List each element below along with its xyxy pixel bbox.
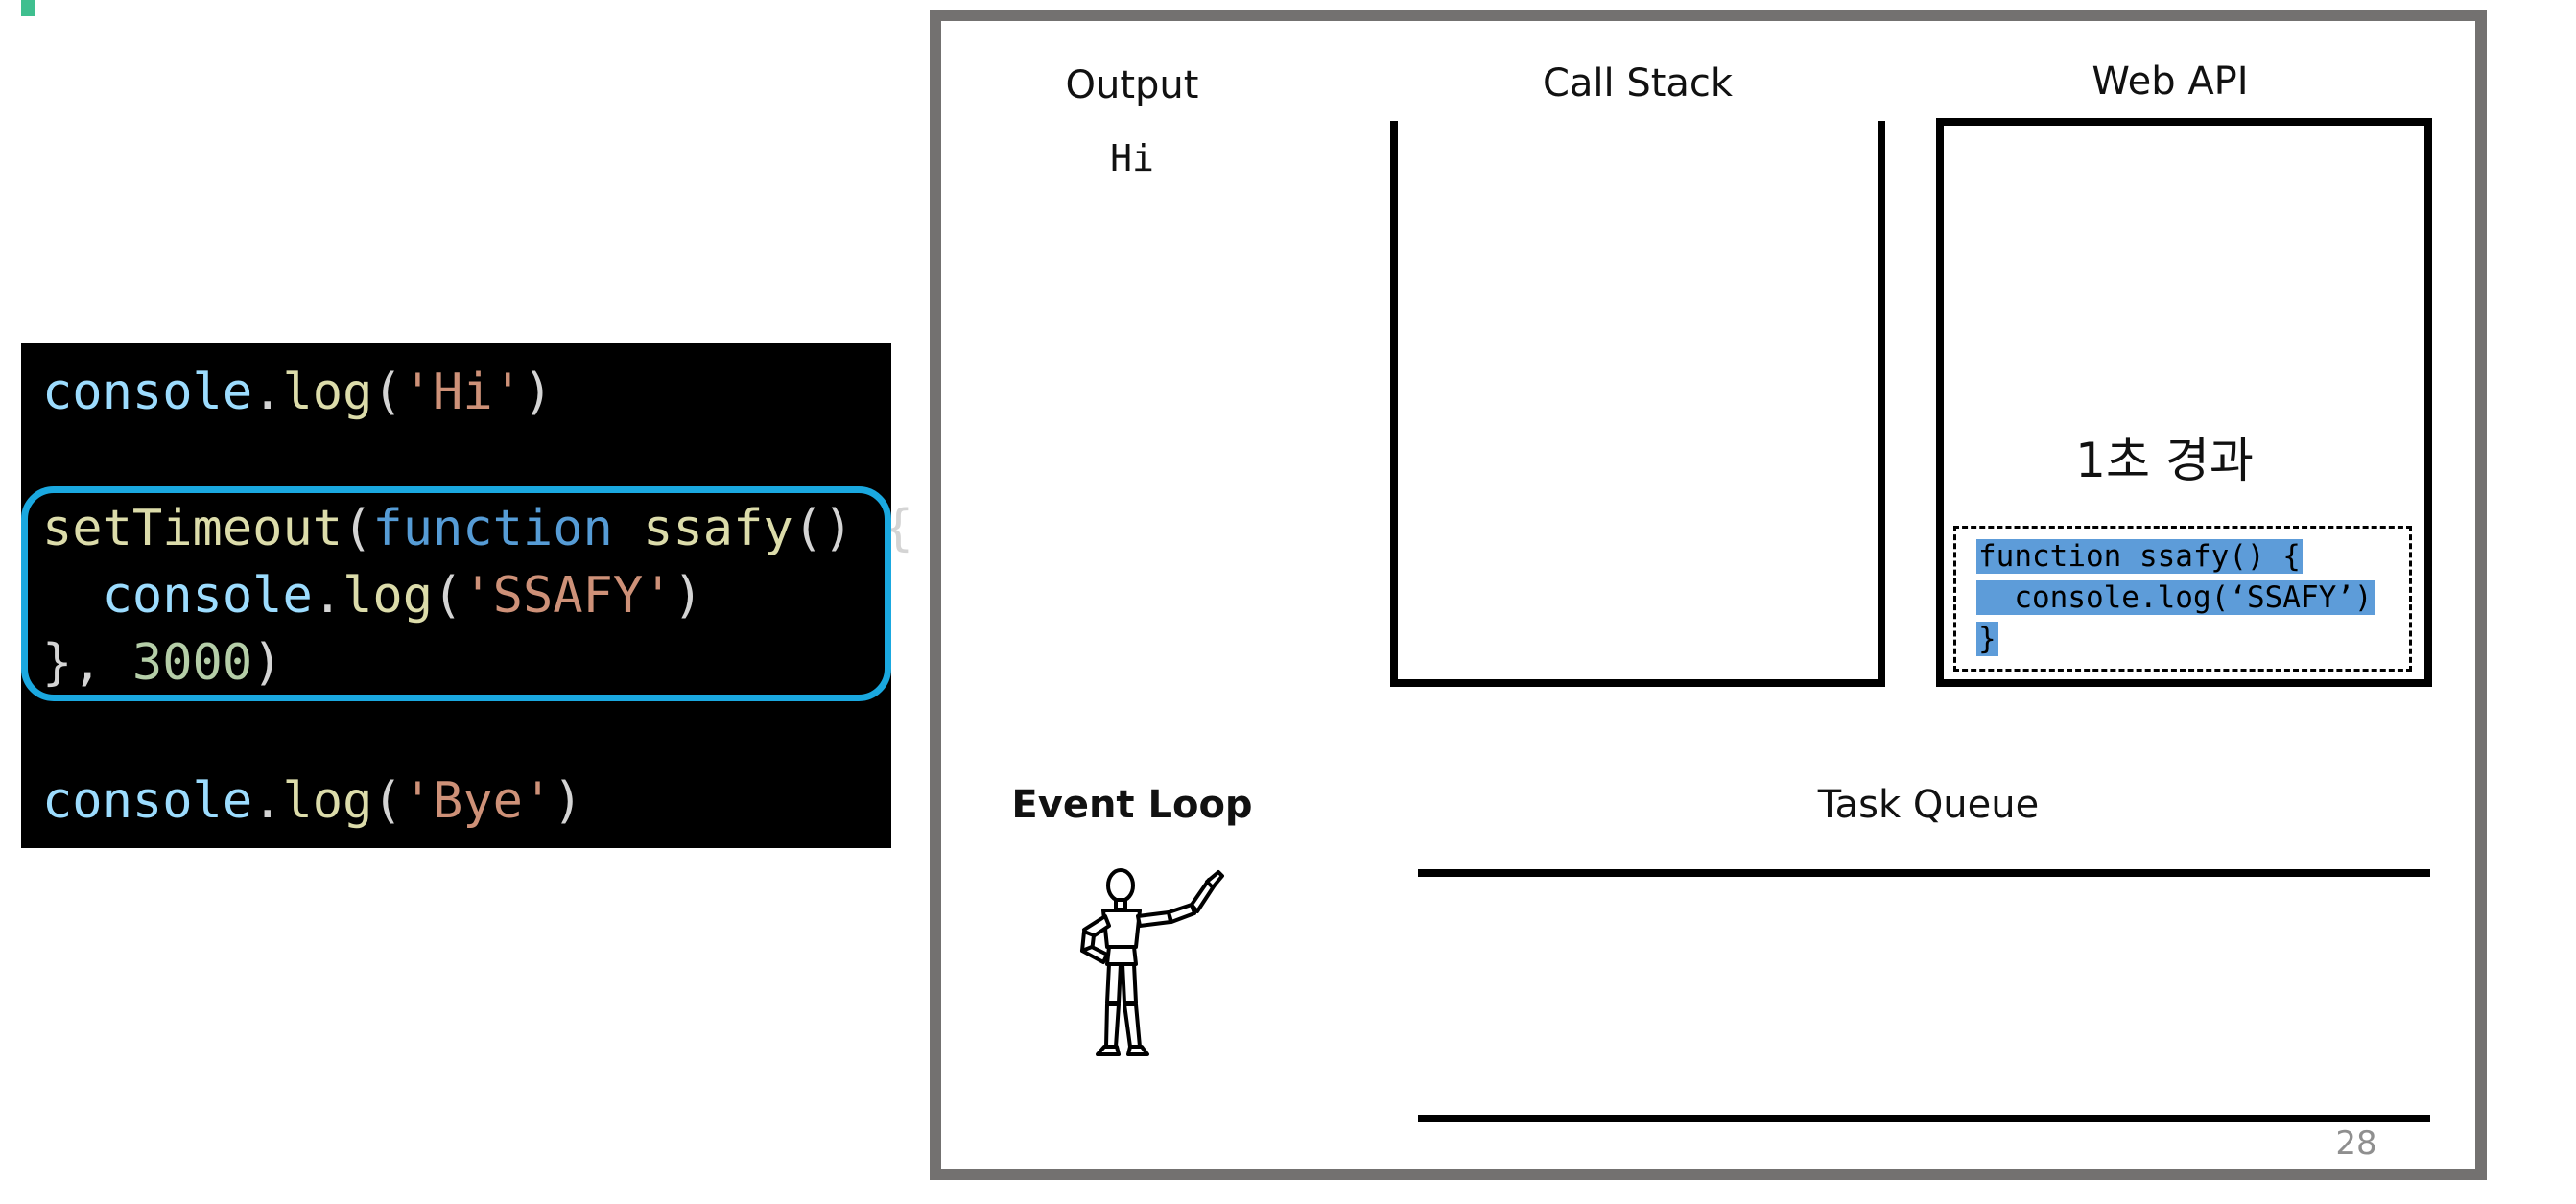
callback-text: }: [1976, 622, 1998, 656]
call-stack-box: [1390, 121, 1885, 687]
web-api-title: Web API: [2092, 59, 2249, 104]
page-number: 28: [2335, 1124, 2377, 1163]
code-token: console: [42, 772, 253, 830]
code-token: setTimeout: [42, 500, 343, 557]
code-line-3: console.log('SSAFY'): [42, 562, 703, 629]
code-token: .: [252, 364, 283, 421]
task-queue-bottom-line: [1418, 1115, 2430, 1122]
callback-line-1: function ssafy() {: [1976, 537, 2303, 576]
accent-marker: [21, 0, 35, 16]
code-token: (: [372, 364, 403, 421]
settimeout-highlight-frame: [21, 486, 891, 701]
code-line-5: console.log('Bye'): [42, 767, 583, 835]
code-token: log: [282, 772, 373, 830]
code-panel: console.log('Hi') setTimeout(function ss…: [21, 343, 913, 848]
code-token: console: [102, 567, 313, 625]
callback-line-2: console.log(‘SSAFY’): [1976, 578, 2375, 617]
code-token: () {: [792, 500, 913, 557]
code-token: (: [372, 772, 403, 830]
code-token: ): [252, 634, 283, 692]
callback-box: [1953, 526, 2412, 672]
code-token: .: [252, 772, 283, 830]
code-token: log: [343, 567, 434, 625]
code-token: ): [522, 364, 554, 421]
code-token: ): [673, 567, 703, 625]
code-token: (: [343, 500, 373, 557]
code-token: .: [312, 567, 343, 625]
task-queue-title: Task Queue: [1817, 783, 2040, 827]
event-loop-mannequin-icon: [1080, 868, 1224, 1056]
code-token: function: [372, 500, 613, 557]
output-title: Output: [1065, 63, 1199, 107]
code-line-1: console.log('Hi'): [42, 359, 553, 426]
callback-line-3: }: [1976, 620, 1998, 658]
callback-text: console.log(‘SSAFY’): [1976, 580, 2375, 615]
code-token: 'SSAFY': [462, 567, 674, 625]
code-token: ssafy: [612, 500, 793, 557]
code-token: 'Bye': [402, 772, 554, 830]
web-api-box: [1936, 118, 2432, 687]
event-loop-diagram-frame: [930, 10, 2487, 1180]
code-token: ): [553, 772, 583, 830]
code-token: (: [433, 567, 463, 625]
output-value: Hi: [1110, 137, 1154, 179]
callback-text: function ssafy() {: [1976, 539, 2303, 574]
task-queue-top-line: [1418, 869, 2430, 877]
code-line-4: }, 3000): [42, 629, 282, 696]
call-stack-title: Call Stack: [1542, 61, 1734, 106]
code-token: console: [42, 364, 253, 421]
code-token: 'Hi': [402, 364, 523, 421]
event-loop-title: Event Loop: [1011, 783, 1253, 827]
code-token: 3000: [131, 634, 253, 692]
elapsed-time-label: 1초 경과: [2075, 433, 2254, 488]
code-line-2: setTimeout(function ssafy() {: [42, 495, 913, 562]
code-token: log: [282, 364, 373, 421]
